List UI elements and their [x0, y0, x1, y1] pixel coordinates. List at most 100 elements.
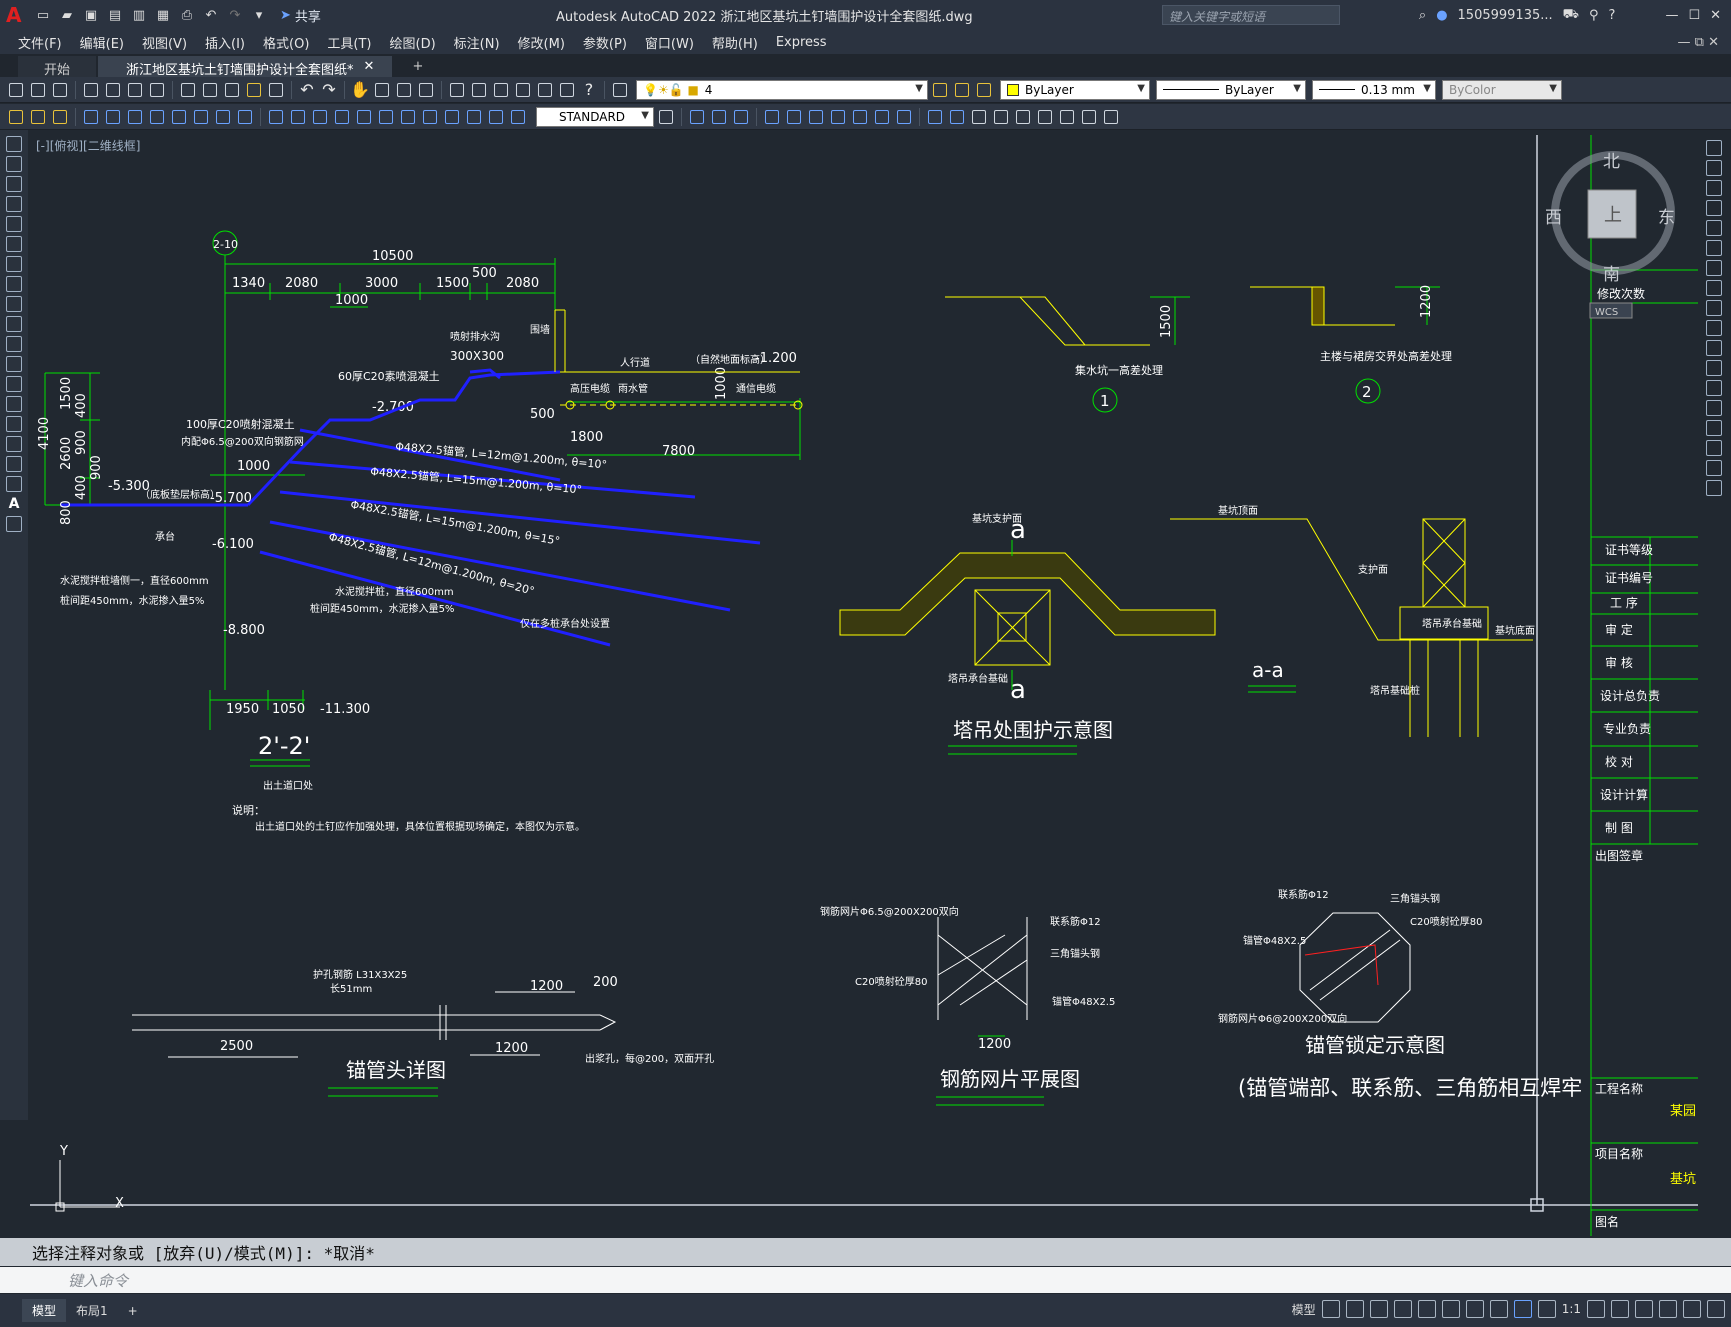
tb-properties-icon[interactable]	[447, 80, 467, 100]
isodraft-icon[interactable]	[1441, 1300, 1460, 1318]
ortho-icon[interactable]	[1369, 1300, 1388, 1318]
tb-dim-arc-icon[interactable]	[125, 107, 145, 127]
circle-tool-icon[interactable]	[6, 256, 22, 272]
tb-shade-2-icon[interactable]	[947, 107, 967, 127]
table-tool-icon[interactable]	[6, 476, 22, 492]
save-as-icon[interactable]: ▤	[108, 7, 122, 23]
viewcube-east[interactable]: 东	[1658, 208, 1675, 228]
add-layout-button[interactable]: +	[127, 1303, 138, 1318]
tb-ucs-6-icon[interactable]	[872, 107, 892, 127]
tb-dimedit-icon[interactable]	[464, 107, 484, 127]
tb-ucs-2-icon[interactable]	[784, 107, 804, 127]
tb-sheetset-icon[interactable]	[513, 80, 533, 100]
customize-qat-icon[interactable]: ▾	[255, 7, 263, 23]
tb-undo-icon[interactable]: ↶	[300, 80, 314, 99]
maximize-icon[interactable]: ☐	[1688, 7, 1701, 23]
annotation-visibility-icon[interactable]	[1513, 1300, 1532, 1318]
tb-ucs-1-icon[interactable]	[762, 107, 782, 127]
fullscreen-icon[interactable]	[1683, 1300, 1701, 1318]
join-tool-icon[interactable]	[1706, 400, 1722, 416]
tb-dim-jogline-icon[interactable]	[442, 107, 462, 127]
tb-layer-current-icon[interactable]	[930, 80, 950, 100]
scale-tool-icon[interactable]	[1706, 280, 1722, 296]
chamfer-tool-icon[interactable]	[1706, 420, 1722, 436]
mirror-tool-icon[interactable]	[1706, 180, 1722, 196]
drawing-canvas[interactable]: 修改次数 证书等级 证书编号 工 序 审 定 审 核 设计总负责 专业负责 校 …	[30, 131, 1698, 1236]
tb-pan-icon[interactable]: ✋	[350, 80, 370, 99]
menu-window[interactable]: 窗口(W)	[644, 36, 694, 52]
polygon-tool-icon[interactable]	[6, 196, 22, 212]
tb-new-icon[interactable]	[6, 80, 26, 100]
tb-paste-icon[interactable]	[222, 80, 242, 100]
tb-ddedit-icon[interactable]	[6, 107, 26, 127]
tb-dim-diameter-icon[interactable]	[213, 107, 233, 127]
tb-dim-radius-icon[interactable]	[169, 107, 189, 127]
tb-ucs-4-icon[interactable]	[828, 107, 848, 127]
open-icon[interactable]: ▰	[62, 7, 72, 23]
close-icon[interactable]: ✕	[1710, 7, 1721, 23]
revcloud-tool-icon[interactable]	[6, 276, 22, 292]
osnap-icon[interactable]	[1465, 1300, 1484, 1318]
viewcube-south[interactable]: 南	[1603, 265, 1620, 285]
tb-dim-angular-icon[interactable]	[235, 107, 255, 127]
tb-copy-icon[interactable]	[200, 80, 220, 100]
tb-dimtedit-icon[interactable]	[486, 107, 506, 127]
move-tool-icon[interactable]	[1706, 240, 1722, 256]
mtext-tool-icon[interactable]: A	[8, 496, 20, 512]
tb-zoom-previous-icon[interactable]	[416, 80, 436, 100]
menu-edit[interactable]: 编辑(E)	[79, 36, 124, 52]
tb-shade-4-icon[interactable]	[991, 107, 1011, 127]
tb-shade-7-icon[interactable]	[1057, 107, 1077, 127]
blend-tool-icon[interactable]	[1706, 460, 1722, 476]
menu-express[interactable]: Express	[775, 34, 827, 50]
tb-dim-aligned-icon[interactable]	[103, 107, 123, 127]
erase-tool-icon[interactable]	[1706, 140, 1722, 156]
tb-palettes-icon[interactable]	[491, 80, 511, 100]
copy-tool-icon[interactable]	[1706, 160, 1722, 176]
search-input[interactable]: 键入关键字或短语	[1162, 5, 1340, 25]
tb-zoom-window-icon[interactable]	[394, 80, 414, 100]
explode-tool-icon[interactable]	[1706, 480, 1722, 496]
undo-icon[interactable]: ↶	[205, 7, 217, 23]
color-dropdown[interactable]: ByLayer ▼	[1000, 79, 1150, 100]
tb-dim-baseline-icon[interactable]	[288, 107, 308, 127]
plot-icon[interactable]: ⎙	[181, 7, 193, 23]
tab-drawing[interactable]: 浙江地区基坑土钉墙围护设计全套图纸* ✕	[98, 56, 393, 78]
doc-window-controls[interactable]: — ⧉ ✕	[1677, 34, 1719, 50]
cart-icon[interactable]: ⛟	[1562, 6, 1579, 22]
autodesk-app-icon[interactable]: ⚲	[1589, 7, 1599, 23]
offset-tool-icon[interactable]	[1706, 200, 1722, 216]
tb-3d-icon[interactable]	[147, 80, 167, 100]
snap-icon[interactable]	[1345, 1300, 1364, 1318]
tab-layout1[interactable]: 布局1	[76, 1304, 108, 1318]
tb-dimstyle-icon[interactable]	[656, 107, 676, 127]
osnap-tracking-icon[interactable]	[1417, 1300, 1436, 1318]
stretch-tool-icon[interactable]	[1706, 300, 1722, 316]
autocad-logo-icon[interactable]: A	[6, 3, 22, 27]
tb-dim-linear-icon[interactable]	[81, 107, 101, 127]
redo-icon[interactable]: ↷	[229, 7, 241, 23]
spline-tool-icon[interactable]	[6, 296, 22, 312]
tb-ucs-7-icon[interactable]	[894, 107, 914, 127]
tb-dim-continue-icon[interactable]	[310, 107, 330, 127]
tb-inspect-icon[interactable]	[420, 107, 440, 127]
tb-ucs-3-icon[interactable]	[806, 107, 826, 127]
open-web-icon[interactable]: ▥	[132, 7, 146, 23]
tb-shade-5-icon[interactable]	[1013, 107, 1033, 127]
auto-scale-icon[interactable]	[1537, 1300, 1556, 1318]
tb-view-1-icon[interactable]	[687, 107, 707, 127]
tb-markup-icon[interactable]	[535, 80, 555, 100]
tb-layer-manager-icon[interactable]	[610, 80, 630, 100]
fillet-tool-icon[interactable]	[1706, 440, 1722, 456]
menu-help[interactable]: 帮助(H)	[711, 36, 758, 52]
tb-qdim-icon[interactable]	[266, 107, 286, 127]
menu-dimension[interactable]: 标注(N)	[453, 36, 500, 52]
menu-tools[interactable]: 工具(T)	[327, 36, 372, 52]
break-point-tool-icon[interactable]	[1706, 360, 1722, 376]
extend-tool-icon[interactable]	[1706, 340, 1722, 356]
addselected-tool-icon[interactable]	[6, 516, 22, 532]
tb-block-icon[interactable]	[266, 80, 286, 100]
annotation-scale[interactable]: 1:1	[1561, 1302, 1581, 1316]
tb-layer-previous-icon[interactable]	[952, 80, 972, 100]
save-icon[interactable]: ▣	[84, 7, 98, 23]
